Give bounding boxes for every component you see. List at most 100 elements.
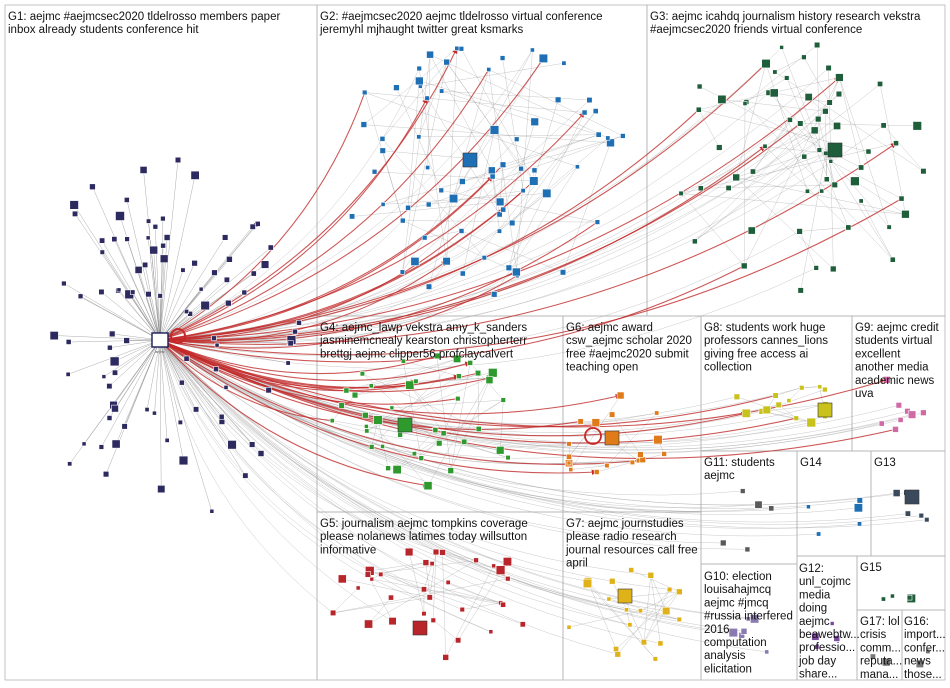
edge [830, 161, 902, 199]
node-g4 [359, 371, 366, 377]
node-g3 [835, 90, 843, 98]
node-g10 [745, 616, 751, 622]
edge [159, 339, 748, 550]
node-g4 [423, 481, 433, 491]
node-g3 [804, 188, 810, 194]
edge [694, 93, 840, 242]
edge [764, 146, 849, 228]
node-g2 [489, 125, 500, 135]
group-labels-layer: G1: aejmc #aejmcsec2020 tldelrosso membe… [8, 11, 946, 681]
edge [446, 48, 458, 262]
node-g2 [360, 121, 368, 128]
group-label-line: G13 [874, 457, 896, 469]
node-g3 [725, 185, 732, 192]
edge [643, 575, 651, 643]
node-g6 [566, 441, 572, 447]
node-g7 [676, 588, 683, 595]
node-g3 [826, 99, 833, 106]
node-g4 [452, 354, 462, 363]
node-g5 [432, 548, 440, 556]
node-g1 [200, 300, 210, 311]
edge [367, 560, 477, 575]
edge [516, 49, 533, 273]
node-g3 [912, 121, 922, 131]
group-label-line: import... [904, 629, 946, 641]
edge [154, 339, 161, 414]
edge-strong [159, 109, 700, 341]
edge [364, 92, 578, 167]
edge [511, 111, 596, 224]
edge [508, 170, 535, 268]
node-g1 [139, 166, 148, 174]
edge [746, 44, 818, 103]
node-g5 [495, 565, 506, 575]
group-label-line: crisis [860, 629, 886, 641]
edge [764, 146, 826, 154]
edge [147, 237, 161, 341]
node-g1 [106, 383, 113, 390]
edge [159, 339, 168, 441]
node-g1 [101, 374, 107, 379]
edge [159, 92, 769, 341]
group-label-line: teaching open [566, 362, 638, 374]
group-label-g15: G15 [860, 562, 882, 574]
edge [418, 134, 599, 137]
node-g7 [637, 608, 643, 614]
group-label-line: those... [904, 669, 942, 681]
node-g3 [845, 224, 852, 231]
node-g3 [761, 58, 771, 69]
node-g1 [102, 470, 110, 478]
edge [159, 125, 884, 343]
edge [159, 339, 630, 626]
group-label-line: G9: aejmc credit [855, 322, 940, 334]
node-g2 [459, 270, 466, 277]
node-g3 [732, 173, 741, 182]
edge-strong [159, 176, 493, 341]
edge [54, 335, 161, 341]
node-g5 [421, 611, 427, 617]
node-g6 [637, 451, 644, 458]
node-g7 [614, 650, 621, 658]
edge [159, 339, 618, 655]
node-g8 [762, 405, 772, 415]
edge [477, 373, 479, 429]
node-g4 [488, 368, 498, 378]
group-label-line: academic news [855, 375, 935, 387]
edge [427, 54, 431, 168]
hub-node-label: aejmc [155, 350, 165, 354]
node-g3 [858, 198, 864, 204]
node-g1 [123, 337, 130, 344]
node-g3 [823, 150, 829, 156]
node-g2 [399, 217, 406, 224]
node-g4 [455, 395, 461, 402]
group-label-line: G8: students work huge [704, 322, 825, 334]
edge [159, 339, 745, 632]
node-g9 [895, 402, 902, 409]
edge [461, 230, 564, 273]
edge [502, 134, 599, 165]
node-g5 [388, 617, 397, 626]
node-g6 [604, 462, 610, 469]
edge [494, 129, 534, 182]
node-g1 [65, 371, 71, 377]
edge [159, 270, 184, 341]
node-g1 [98, 444, 105, 450]
node-g14 [853, 503, 863, 513]
node-g12 [833, 635, 841, 642]
edge [383, 193, 547, 205]
node-g10 [728, 627, 738, 638]
edge-strong [159, 112, 585, 341]
node-g7 [582, 578, 593, 588]
edge [721, 99, 826, 112]
node-g2 [531, 167, 538, 174]
edge [159, 339, 913, 451]
edge [138, 269, 161, 341]
group-label-line: professio... [799, 642, 855, 654]
node-g4 [433, 352, 441, 360]
node-g1 [179, 379, 185, 386]
node-g3 [886, 224, 892, 230]
node-g3 [804, 93, 813, 102]
edge [403, 361, 422, 459]
node-g4 [343, 387, 350, 394]
